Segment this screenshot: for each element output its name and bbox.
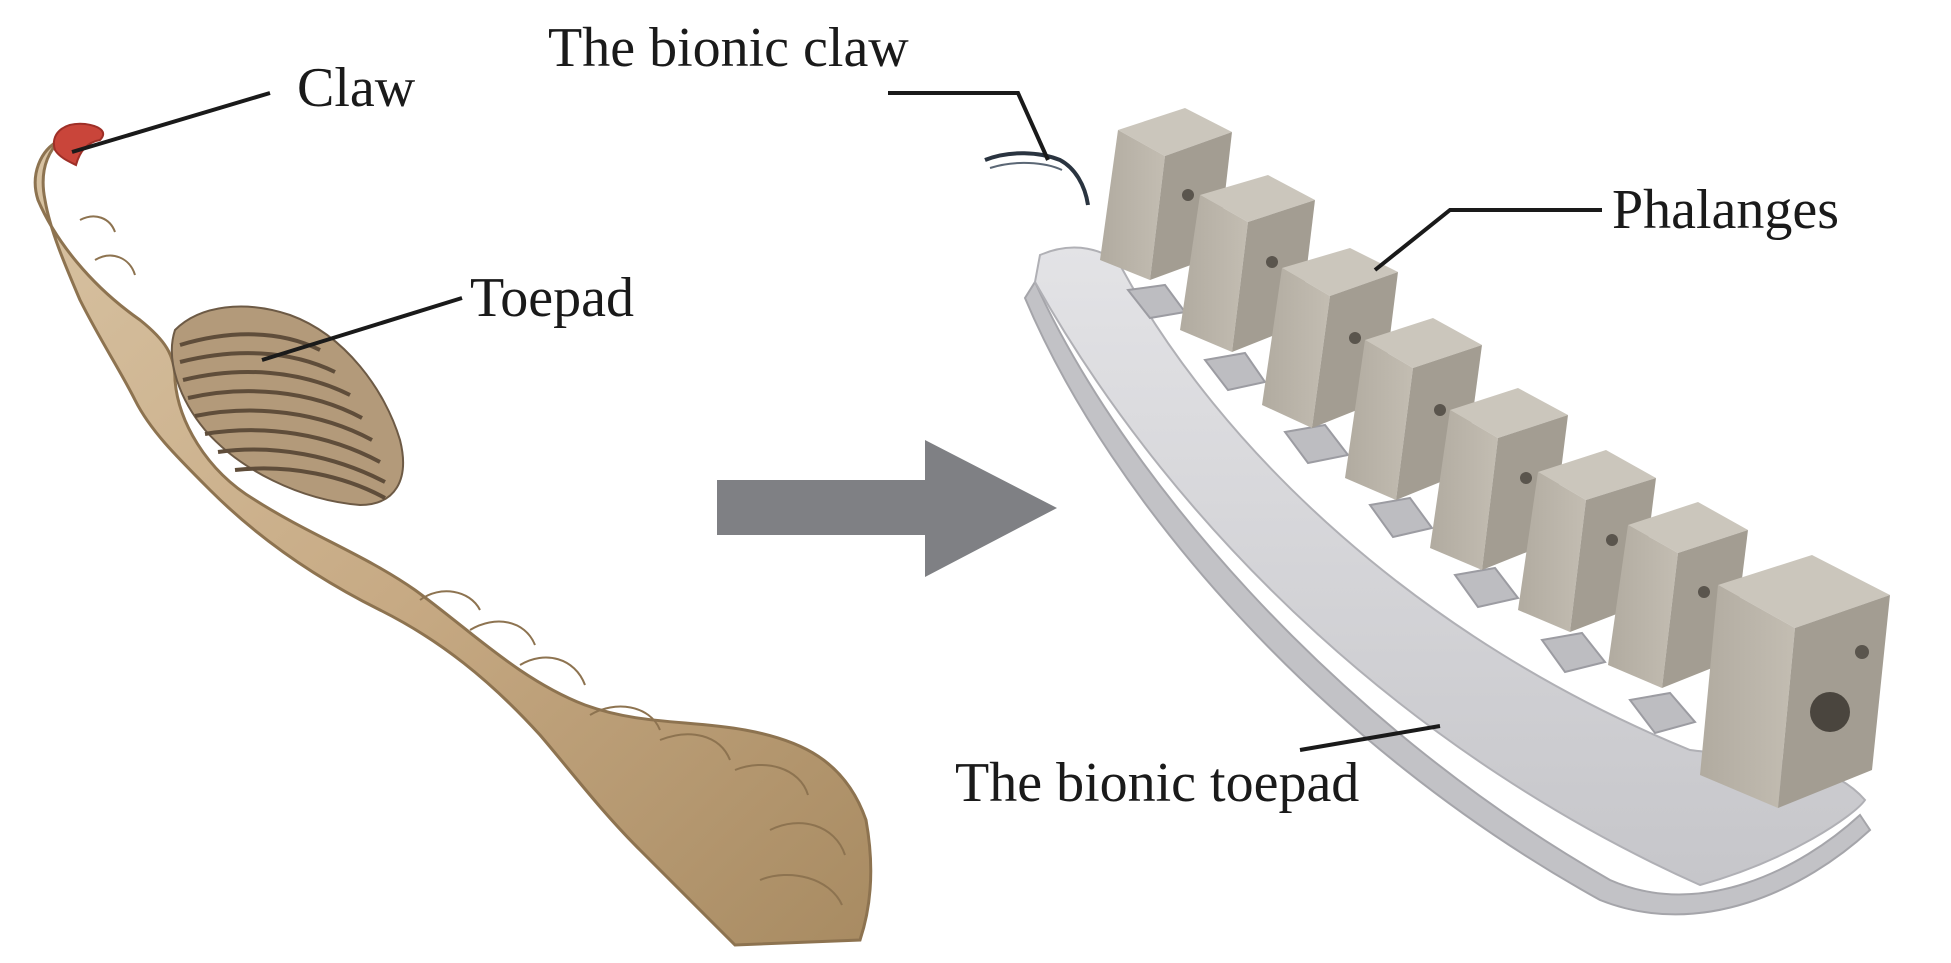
- toepad-region: [170, 305, 405, 507]
- leader-phalanges: [1373, 208, 1602, 272]
- phalanx-block-large: [1700, 555, 1890, 808]
- label-bionic-claw: The bionic claw: [548, 17, 909, 79]
- leader-bionic-toepad: [1299, 724, 1441, 752]
- toe-scales: [79, 215, 846, 906]
- claw-tip: [52, 122, 105, 167]
- label-phalanges: Phalanges: [1612, 179, 1840, 241]
- leader-lines: [71, 91, 1602, 752]
- bionic-claw-cable: [984, 151, 1090, 206]
- toepad-lamellae: [179, 332, 386, 500]
- label-bionic-toepad: The bionic toepad: [955, 752, 1360, 814]
- phalanx-block: [1608, 502, 1748, 688]
- leader-bionic-claw: [888, 91, 1050, 161]
- gecko-toe-illustration: [33, 122, 873, 947]
- toe-body: [33, 138, 873, 947]
- bionic-toepad-side: [1023, 279, 1872, 916]
- leader-claw: [71, 91, 271, 154]
- label-toepad: Toepad: [470, 267, 635, 329]
- transition-arrow: [717, 440, 1057, 577]
- label-claw: Claw: [297, 57, 416, 119]
- leader-toepad: [261, 296, 463, 362]
- bionic-toe-illustration: [984, 108, 1890, 916]
